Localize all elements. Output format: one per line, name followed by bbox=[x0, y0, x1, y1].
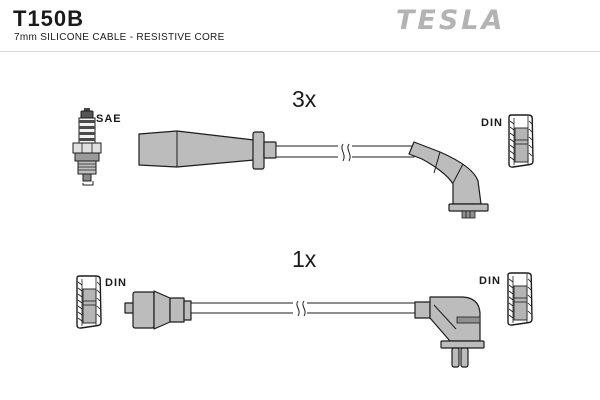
spark-plug-icon bbox=[72, 108, 102, 186]
cable-1x-drawing bbox=[124, 290, 485, 368]
part-number-title: T150B bbox=[13, 6, 85, 31]
cable-line bbox=[190, 300, 416, 317]
quantity-label-row1: 3x bbox=[292, 86, 317, 112]
quantity-label-row2: 1x bbox=[292, 246, 317, 272]
coil-boot bbox=[124, 290, 192, 330]
din-connector-label: DIN bbox=[479, 275, 501, 287]
din-socket-icon bbox=[507, 272, 533, 326]
right-angle-boot bbox=[414, 296, 485, 368]
cable-line bbox=[275, 143, 415, 162]
cable-3x-drawing bbox=[138, 130, 489, 219]
sae-connector-label: SAE bbox=[96, 113, 122, 125]
header-divider bbox=[0, 51, 600, 52]
product-subtitle: 7mm SILICONE CABLE - RESISTIVE CORE bbox=[14, 32, 225, 43]
din-socket-icon bbox=[508, 114, 534, 168]
din-socket-icon bbox=[76, 275, 102, 329]
din-connector-label: DIN bbox=[105, 277, 127, 289]
brand-logo: TESLA bbox=[396, 5, 506, 36]
angled-boot bbox=[408, 141, 489, 219]
din-connector-label: DIN bbox=[481, 117, 503, 129]
straight-boot bbox=[138, 130, 277, 170]
